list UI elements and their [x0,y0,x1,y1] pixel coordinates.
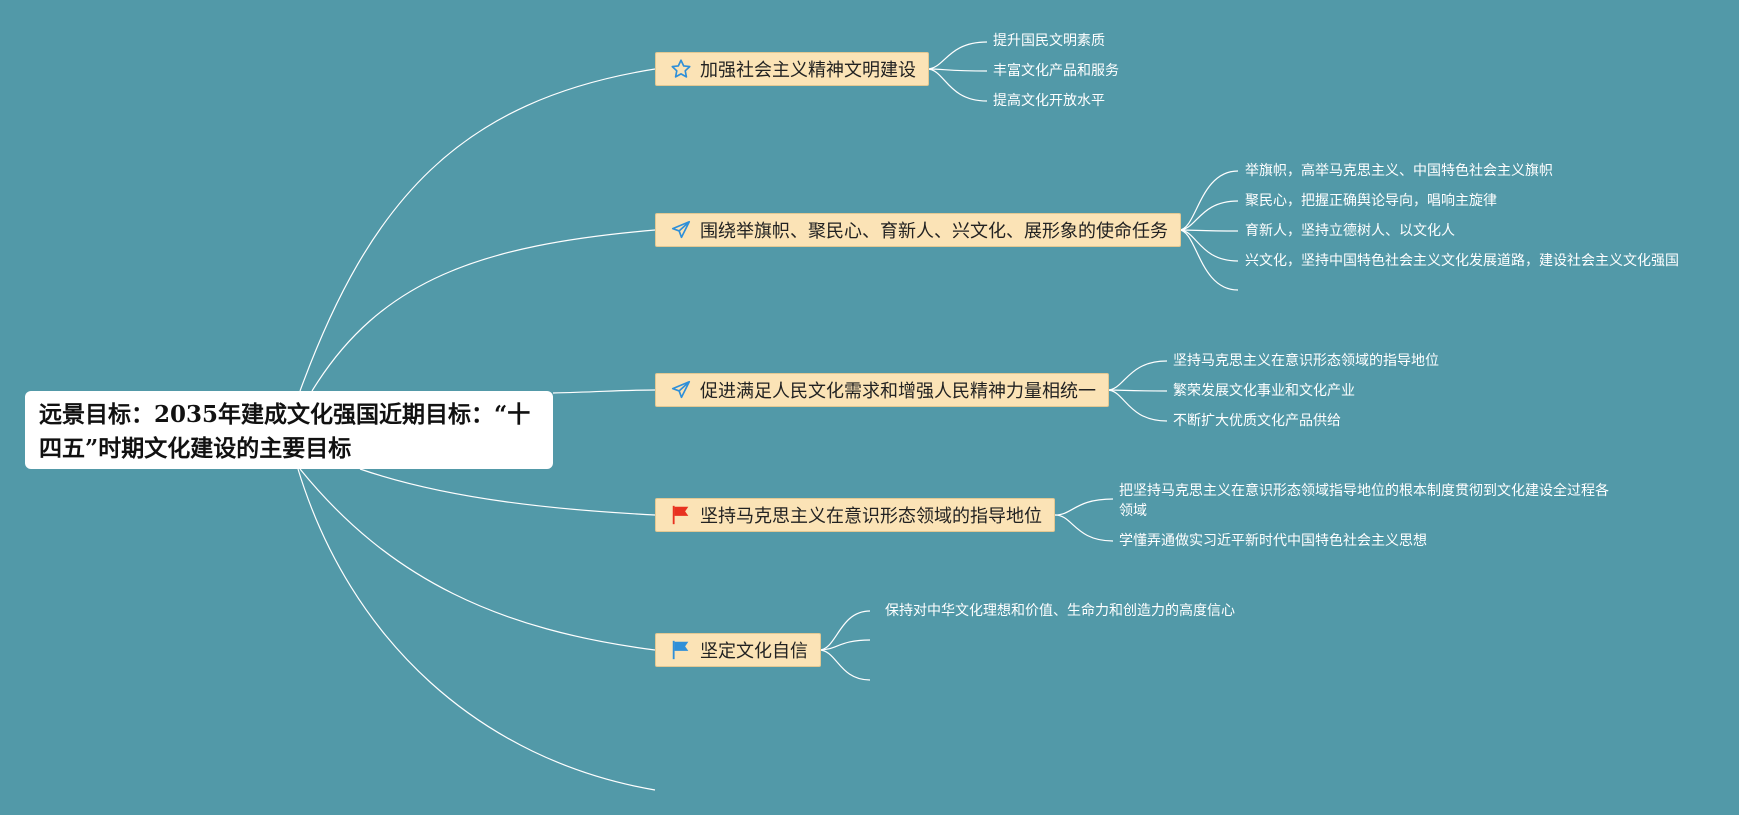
leaf-connector [818,639,871,651]
branch-node-cultural-confidence[interactable]: 坚定文化自信 [655,633,821,667]
blue-flag-icon [670,639,692,661]
leaf-node[interactable]: 不断扩大优质文化产品供给 [1173,413,1341,429]
branch-label: 促进满足人民文化需求和增强人民精神力量相统一 [700,381,1096,402]
root-connector [299,468,656,651]
leaf-connector [818,610,871,651]
branch-node-cultural-needs[interactable]: 促进满足人民文化需求和增强人民精神力量相统一 [655,373,1109,407]
leaf-connector [926,41,988,70]
leaf-node[interactable]: 坚持马克思主义在意识形态领域的指导地位 [1173,353,1439,369]
branch-label: 加强社会主义精神文明建设 [700,60,916,81]
leaf-node[interactable]: 学懂弄通做实习近平新时代中国特色社会主义思想 [1119,533,1427,549]
red-flag-icon [670,504,692,526]
root-title: 远景目标：2035年建成文化强国近期目标：“十四五”时期文化建设的主要目标 [39,401,531,462]
branch-node-spiritual-civilization[interactable]: 加强社会主义精神文明建设 [655,52,929,86]
leaf-node[interactable]: 丰富文化产品和服务 [993,63,1119,79]
leaf-connector [1178,200,1239,231]
star-icon [670,58,692,80]
root-connector [311,229,656,392]
root-connector [359,468,656,516]
leaf-node[interactable]: 聚民心，把握正确舆论导向，唱响主旋律 [1245,193,1497,209]
paper-plane-icon [670,219,692,241]
leaf-connector [1178,229,1239,262]
leaf-connector [1106,389,1168,422]
leaf-connector [1054,514,1114,542]
branch-node-marxism-guidance[interactable]: 坚持马克思主义在意识形态领域的指导地位 [655,498,1055,532]
leaf-node[interactable]: 育新人，坚持立德树人、以文化人 [1245,223,1455,239]
root-connector [297,468,656,791]
paper-plane-icon [670,379,692,401]
root-connector [299,68,656,392]
leaf-connector [1178,229,1239,291]
root-node[interactable]: 远景目标：2035年建成文化强国近期目标：“十四五”时期文化建设的主要目标 [25,391,553,469]
leaf-connector [926,68,988,102]
leaf-node[interactable]: 保持对中华文化理想和价值、生命力和创造力的高度信心 [885,603,1235,619]
branch-node-mission-tasks[interactable]: 围绕举旗帜、聚民心、育新人、兴文化、展形象的使命任务 [655,213,1181,247]
leaf-connector [1106,360,1168,391]
leaf-node[interactable]: 举旗帜，高举马克思主义、中国特色社会主义旗帜 [1245,163,1553,179]
leaf-connector [1178,170,1239,231]
leaf-node[interactable]: 兴文化，坚持中国特色社会主义文化发展道路，建设社会主义文化强国 [1245,253,1679,269]
leaf-node[interactable]: 提升国民文明素质 [993,33,1105,49]
branch-label: 围绕举旗帜、聚民心、育新人、兴文化、展形象的使命任务 [700,221,1168,242]
leaf-node[interactable]: 提高文化开放水平 [993,93,1105,109]
root-connector [552,389,656,394]
branch-label: 坚定文化自信 [700,641,808,662]
leaf-connector [1106,389,1168,392]
leaf-connector [926,68,988,72]
leaf-connector [1054,498,1114,516]
leaf-node[interactable]: 把坚持马克思主义在意识形态领域指导地位的根本制度贯彻到文化建设全过程各领域 [1119,483,1609,519]
leaf-connector [1178,229,1239,232]
leaf-connector [818,649,871,681]
branch-label: 坚持马克思主义在意识形态领域的指导地位 [700,506,1042,527]
leaf-node[interactable]: 繁荣发展文化事业和文化产业 [1173,383,1355,399]
